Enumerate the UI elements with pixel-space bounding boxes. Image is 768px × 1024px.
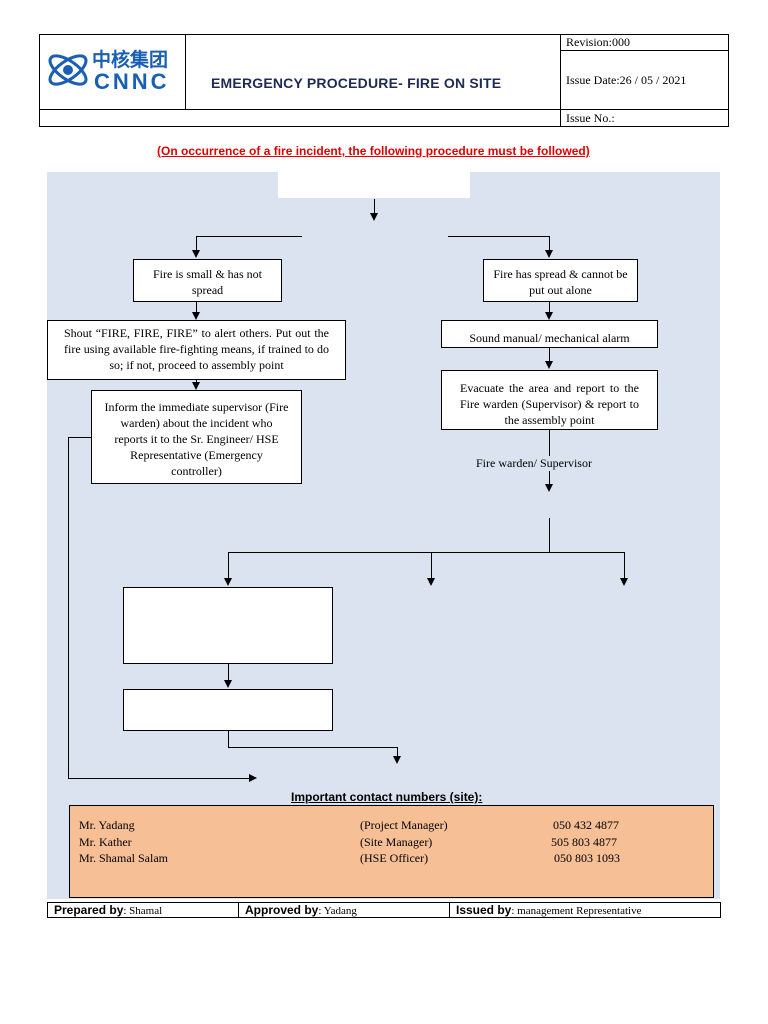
issue-date-text: Issue Date:26 / 05 / 2021 [566,73,687,87]
issued-by-cell: Issued by: management Representative [449,902,721,918]
contacts-panel: Mr. Yadang (Project Manager) 050 432 487… [69,805,714,898]
arrow-down-icon [545,312,553,320]
procedure-notice: (On occurrence of a fire incident, the f… [157,144,590,158]
contact-name: Mr. Yadang [79,818,135,832]
connector [549,302,550,312]
connector [228,747,398,748]
connector [549,236,550,250]
arrow-down-icon [545,250,553,258]
empty-step-box [123,587,333,664]
contact-role: (HSE Officer) [360,851,429,865]
connector [68,437,69,778]
contact-phone[interactable]: 050 432 4877 [553,818,619,832]
revision-text: Revision:000 [566,35,631,49]
connector [68,437,92,438]
arrow-down-icon [545,361,553,369]
title-cell: EMERGENCY PROCEDURE- FIRE ON SITE [185,34,561,110]
contact-phone[interactable]: 050 803 1093 [554,851,620,865]
arrow-down-icon [393,756,401,764]
connector [624,552,625,578]
issued-by-label: Issued by [456,903,512,917]
arrow-down-icon [427,578,435,586]
blank-row-cell [39,109,561,127]
arrow-right-icon [249,774,257,782]
contact-name: Mr. Shamal Salam [79,851,168,865]
inform-supervisor-box: Inform the immediate supervisor (Fire wa… [91,390,302,484]
contact-name: Mr. Kather [79,835,132,849]
arrow-down-icon [224,680,232,688]
prepared-by-cell: Prepared by: Shamal [47,902,239,918]
arrow-down-icon [192,250,200,258]
sound-alarm-box: Sound manual/ mechanical alarm [441,320,658,348]
logo-chinese-text: 中核集团 [92,49,169,71]
arrow-down-icon [370,213,378,221]
connector [68,778,249,779]
issued-by-value: : management Representative [511,905,642,917]
arrow-down-icon [192,382,200,390]
connector [431,552,432,578]
contact-phone[interactable]: 505 803 4877 [551,835,617,849]
arrow-down-icon [192,312,200,320]
issue-no-cell: Issue No.: [560,109,729,127]
connector [196,236,197,250]
contact-role: (Project Manager) [360,818,448,832]
cnnc-logo-icon [48,54,88,86]
approved-by-label: Approved by [245,903,319,917]
arrow-down-icon [620,578,628,586]
warden-label: Fire warden/ Supervisor [476,456,592,471]
small-fire-box: Fire is small & has not spread [133,259,282,302]
flowchart-start-box [278,172,470,198]
connector [196,236,302,237]
connector [549,348,550,361]
arrow-down-icon [545,484,553,492]
issue-no-text: Issue No.: [566,111,615,125]
evacuate-box: Evacuate the area and report to the Fire… [441,370,658,430]
issue-date-cell: Issue Date:26 / 05 / 2021 [560,50,729,110]
logo-cell: 中核集团 CNNC [39,34,186,110]
connector [228,552,229,578]
connector [397,747,398,756]
connector [549,518,550,552]
connector [228,552,625,553]
connector [196,302,197,312]
connector [448,236,550,237]
empty-step-box [123,689,333,731]
contacts-title: Important contact numbers (site): [291,790,483,804]
revision-cell: Revision:000 [560,34,729,51]
prepared-by-label: Prepared by [54,903,124,917]
shout-fire-box: Shout “FIRE, FIRE, FIRE” to alert others… [47,320,346,380]
connector [228,731,229,748]
logo-latin-text: CNNC [94,69,170,94]
connector [196,380,197,382]
arrow-down-icon [224,578,232,586]
prepared-by-value: : Shamal [123,905,163,917]
contact-role: (Site Manager) [360,835,433,849]
document-title: EMERGENCY PROCEDURE- FIRE ON SITE [211,75,502,91]
connector [228,664,229,680]
approved-by-value: : Yadang [318,905,357,917]
spread-fire-box: Fire has spread & cannot be put out alon… [483,259,638,302]
connector [374,199,375,213]
approved-by-cell: Approved by: Yadang [238,902,450,918]
